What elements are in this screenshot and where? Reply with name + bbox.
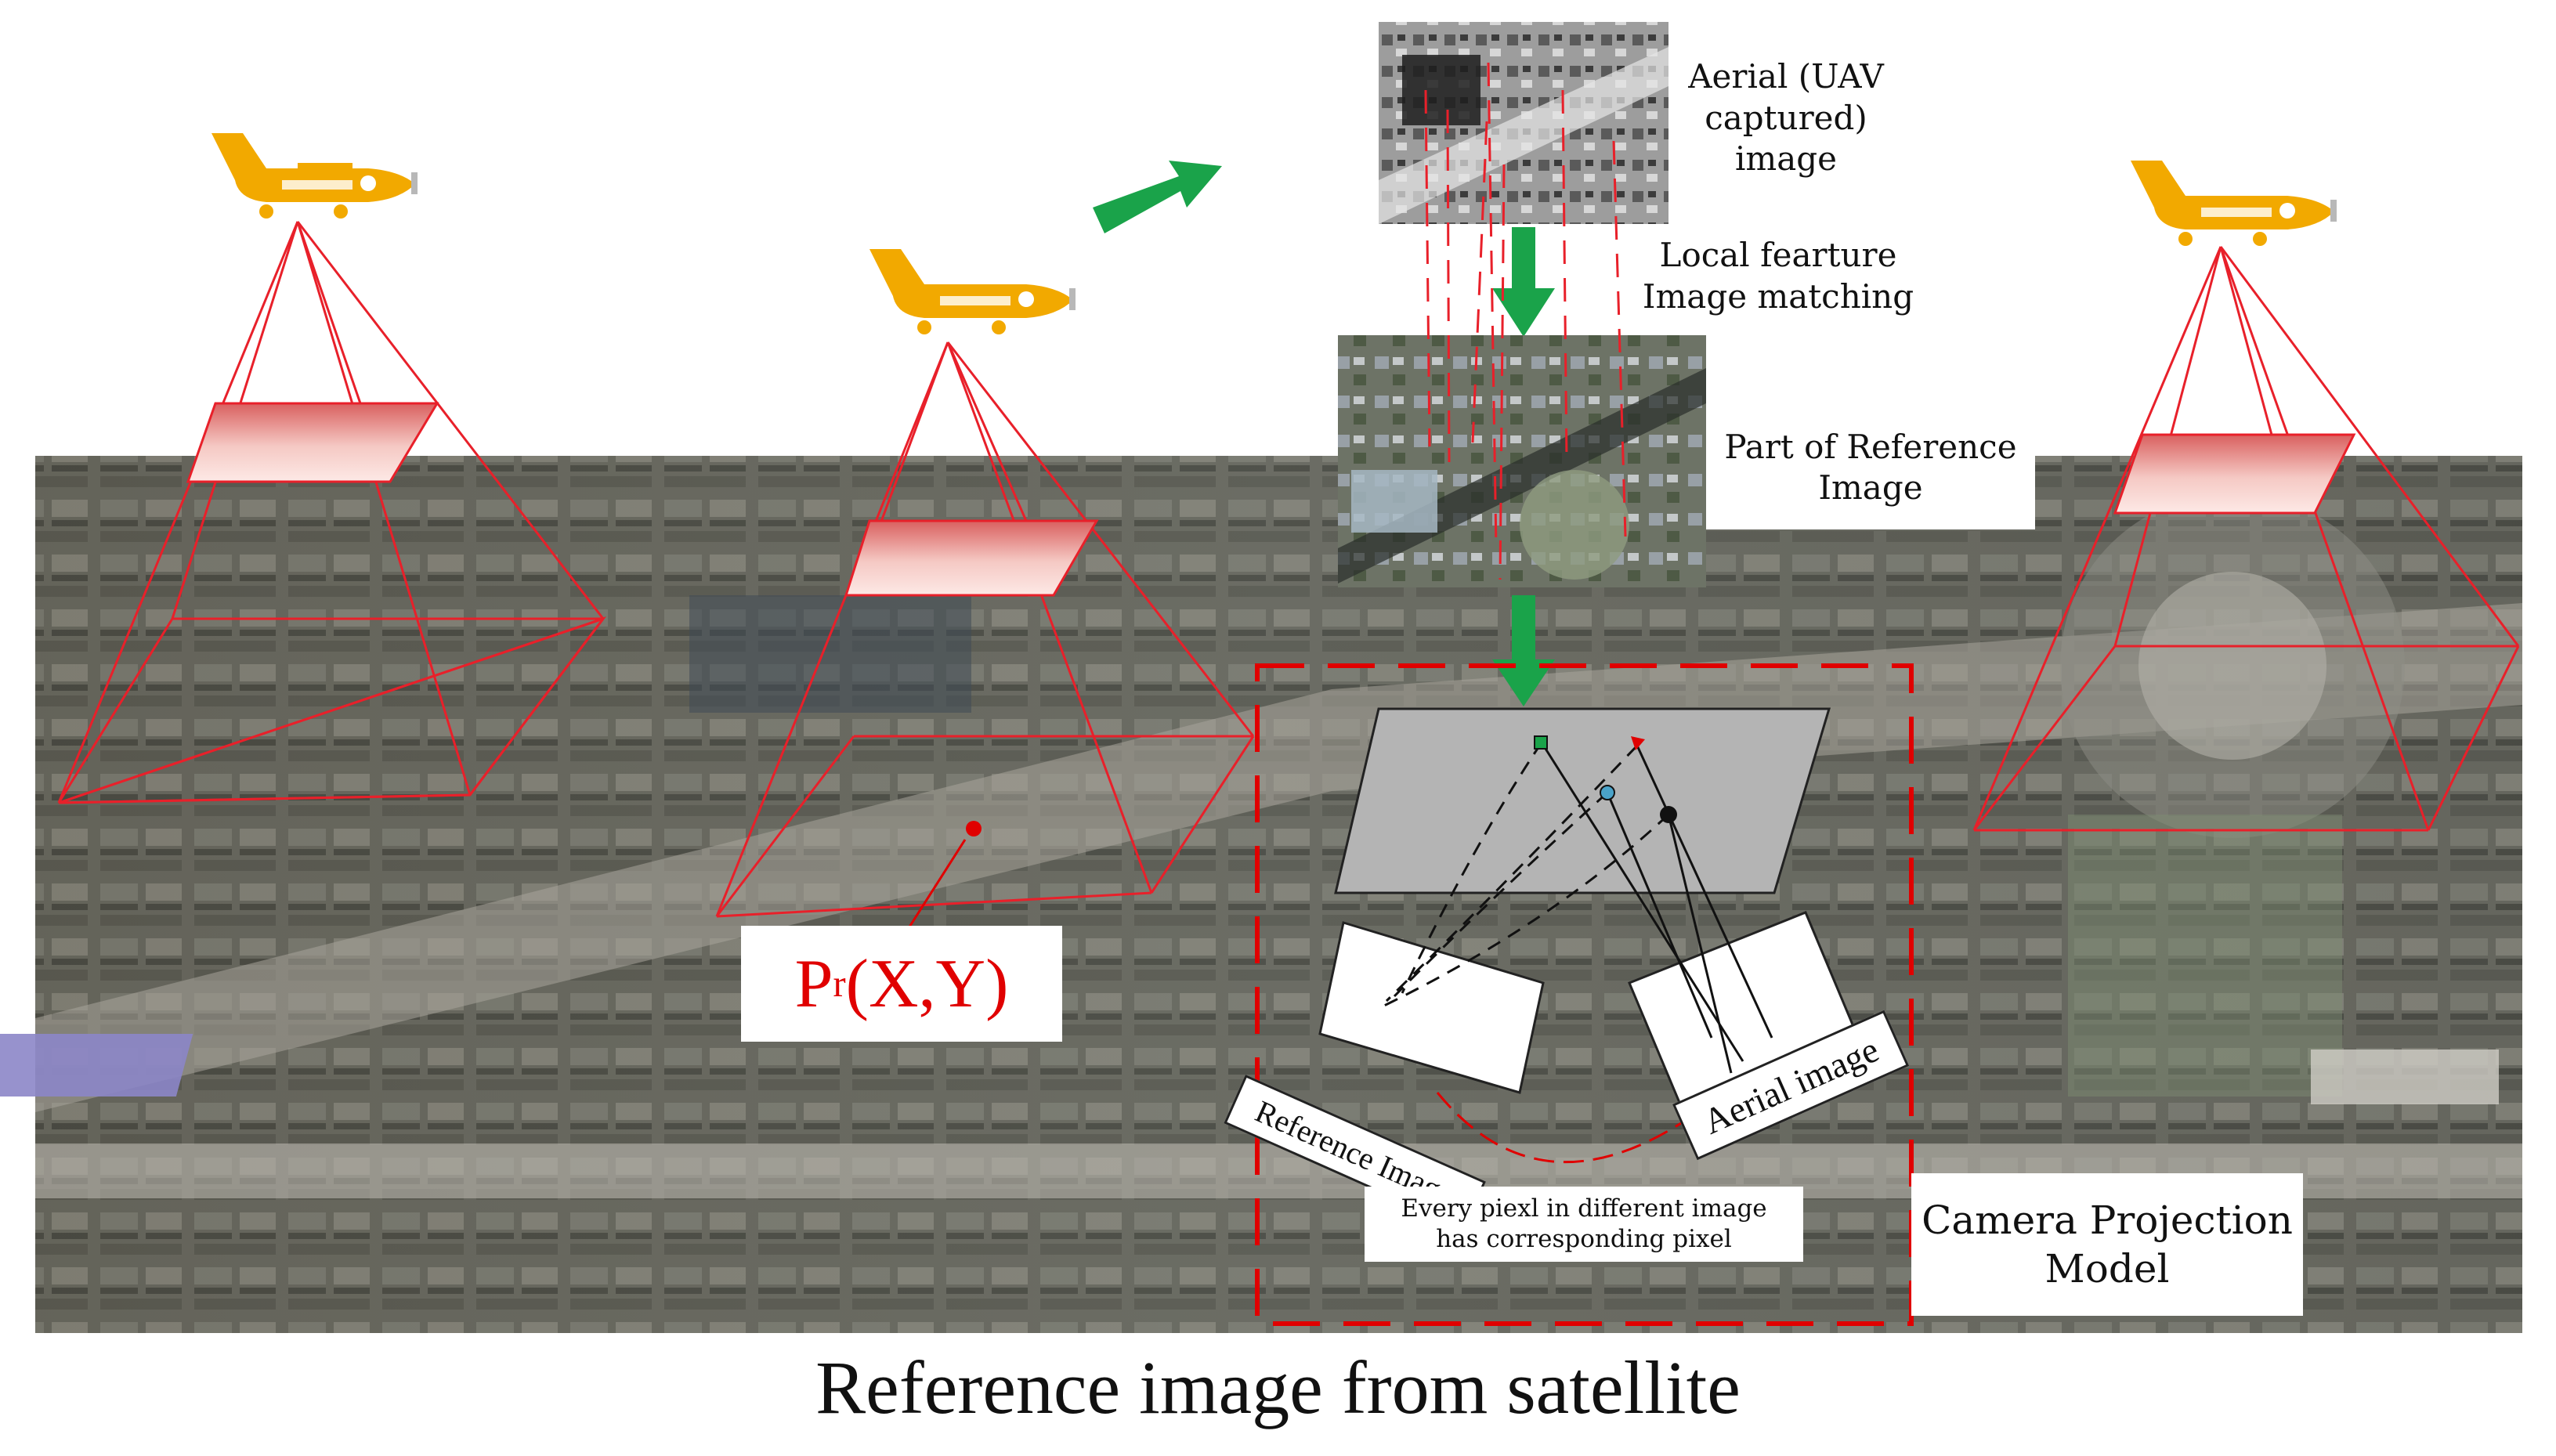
point-pr-sub: r bbox=[833, 963, 846, 1005]
feature-marker bbox=[1631, 736, 1645, 750]
airplane-icon bbox=[2131, 161, 2337, 246]
point-pr-coords: (X,Y) bbox=[845, 945, 1009, 1022]
every-pixel-label: Every piexl in different image has corre… bbox=[1365, 1187, 1803, 1262]
reference-image-card bbox=[1318, 921, 1545, 1094]
green-arrow-icon bbox=[1492, 227, 1555, 337]
link-curve bbox=[1436, 1092, 1701, 1164]
projection-pyramid-left bbox=[57, 221, 607, 804]
point-pr-pointer bbox=[907, 839, 967, 929]
airplane-icon bbox=[869, 249, 1076, 334]
ray-lines bbox=[1382, 742, 1773, 1074]
projection-pyramid-right bbox=[1972, 246, 2520, 832]
point-pr-main: P bbox=[794, 945, 833, 1022]
projection-pyramid-center bbox=[715, 341, 1255, 918]
green-arrow-icon bbox=[1492, 595, 1555, 706]
correspondence-lines bbox=[1424, 62, 1627, 580]
satellite-map-image bbox=[0, 456, 2522, 1333]
feature-marker bbox=[1534, 735, 1548, 750]
aerial-photo-image bbox=[1379, 22, 1668, 224]
feature-marker bbox=[1660, 806, 1677, 823]
local-feature-label: Local fearture Image matching bbox=[1642, 236, 1914, 316]
feature-marker bbox=[1600, 785, 1615, 800]
camera-projection-label: Camera Projection Model bbox=[1911, 1173, 2303, 1316]
projection-plane bbox=[1334, 707, 1831, 894]
reference-part-image bbox=[1338, 335, 1706, 587]
point-pr-marker bbox=[966, 821, 982, 836]
green-arrow-icon bbox=[1093, 161, 1222, 233]
camera-model-dashed-box bbox=[1255, 663, 1914, 1326]
airplane-icon bbox=[211, 133, 418, 219]
aerial-uav-label: Aerial (UAV captured) image bbox=[1688, 57, 1884, 178]
part-of-reference-label: Part of Reference Image bbox=[1706, 406, 2035, 529]
caption: Reference image from satellite bbox=[815, 1346, 1741, 1429]
